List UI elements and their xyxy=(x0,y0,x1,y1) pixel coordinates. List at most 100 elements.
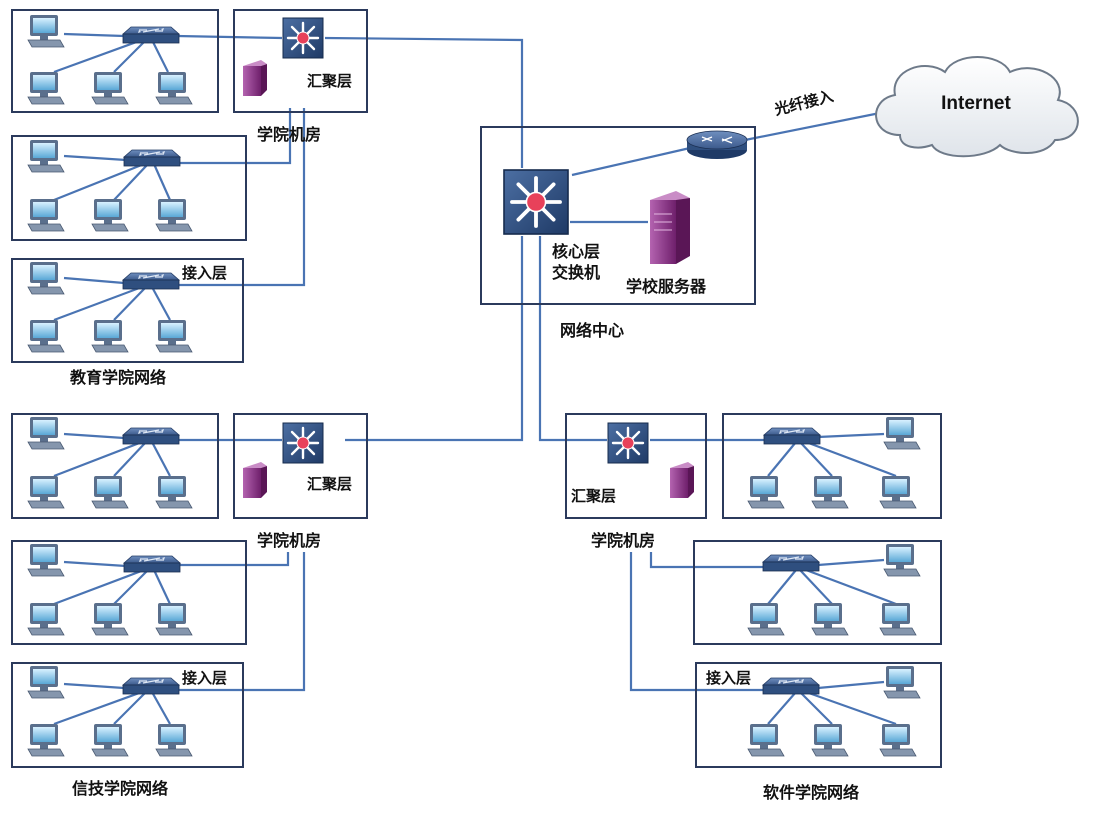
pc-icon xyxy=(27,543,65,577)
college-machine-room-box xyxy=(233,413,368,519)
aggregation-switch-icon xyxy=(281,421,325,465)
pc-icon xyxy=(883,416,921,450)
pc-icon xyxy=(879,602,917,636)
pc-icon xyxy=(747,475,785,509)
lab-row xyxy=(747,543,921,636)
pc-icon xyxy=(27,71,65,105)
pc-icon xyxy=(91,475,129,509)
lab-row xyxy=(27,416,193,509)
cloud-icon xyxy=(875,56,1079,158)
lab-box xyxy=(11,540,247,645)
pc-icon xyxy=(27,416,65,450)
lab-box xyxy=(693,540,942,645)
network-center-box xyxy=(480,126,756,305)
switch-icon xyxy=(122,427,180,445)
internet-label: Internet xyxy=(941,93,1011,114)
server-icon xyxy=(670,462,694,498)
education-college-network: 汇聚层 学院机房 xyxy=(11,9,368,387)
school-server-label: 学校服务器 xyxy=(626,277,707,296)
infotech-college-network-label: 信技学院网络 xyxy=(72,779,168,798)
pc-icon xyxy=(155,475,193,509)
college-machine-room-box xyxy=(565,413,707,519)
core-switch-label-2: 交换机 xyxy=(552,263,600,282)
school-server-icon xyxy=(650,191,690,264)
fiber-access-label: 光纤接入 xyxy=(772,87,836,119)
aggregation-layer-label: 汇聚层 xyxy=(307,475,352,493)
aggregation-layer-label: 汇聚层 xyxy=(571,487,616,505)
pc-icon xyxy=(91,723,129,757)
lab-row: 接入层 xyxy=(27,665,227,757)
pc-icon xyxy=(155,602,193,636)
access-layer-label: 接入层 xyxy=(182,264,227,282)
server-icon xyxy=(243,462,267,498)
college-machine-room-label: 学院机房 xyxy=(257,531,321,550)
lab-box xyxy=(11,413,219,519)
pc-icon xyxy=(811,475,849,509)
pc-icon xyxy=(747,602,785,636)
pc-icon xyxy=(27,261,65,295)
pc-icon xyxy=(883,543,921,577)
lab-row: 接入层 xyxy=(706,665,921,757)
aggregation-switch-icon xyxy=(281,16,325,60)
pc-icon xyxy=(91,319,129,353)
pc-icon xyxy=(811,723,849,757)
education-college-network-label: 教育学院网络 xyxy=(70,368,166,387)
pc-icon xyxy=(747,723,785,757)
pc-icon xyxy=(811,602,849,636)
software-college-network: 汇聚层 学院机房 xyxy=(565,413,942,802)
aggregation-switch-icon xyxy=(606,421,650,465)
pc-icon xyxy=(27,14,65,48)
pc-icon xyxy=(883,665,921,699)
pc-icon xyxy=(879,475,917,509)
router-icon xyxy=(686,130,748,159)
infotech-college-network: 汇聚层 学院机房 xyxy=(11,413,368,798)
aggregation-layer-label: 汇聚层 xyxy=(307,72,352,90)
pc-icon xyxy=(91,198,129,232)
network-center: 核心层 交换机 学校服务器 xyxy=(480,126,756,305)
pc-icon xyxy=(91,71,129,105)
core-switch-label-1: 核心层 xyxy=(552,242,600,261)
pc-icon xyxy=(879,723,917,757)
pc-icon xyxy=(27,475,65,509)
pc-icon xyxy=(155,723,193,757)
access-layer-label: 接入层 xyxy=(706,669,751,687)
pc-icon xyxy=(27,198,65,232)
switch-icon xyxy=(763,427,821,445)
switch-icon xyxy=(122,26,180,44)
pc-icon xyxy=(155,71,193,105)
pc-icon xyxy=(155,319,193,353)
network-center-label: 网络中心 xyxy=(560,321,624,340)
college-machine-room-label: 学院机房 xyxy=(591,531,655,550)
lab-row xyxy=(747,416,921,509)
lab-box xyxy=(11,662,244,768)
server-icon xyxy=(243,60,267,96)
college-machine-room-label: 学院机房 xyxy=(257,125,321,144)
pc-icon xyxy=(27,665,65,699)
switch-icon xyxy=(122,272,180,290)
core-switch-icon xyxy=(502,168,570,236)
internet-cloud: Internet xyxy=(875,56,1079,158)
lab-row xyxy=(27,139,193,232)
pc-icon xyxy=(27,319,65,353)
switch-icon xyxy=(122,677,180,695)
switch-icon xyxy=(762,554,820,572)
switch-icon xyxy=(123,555,181,573)
lab-box xyxy=(11,135,247,241)
pc-icon xyxy=(155,198,193,232)
switch-icon xyxy=(123,149,181,167)
switch-icon xyxy=(762,677,820,695)
lab-row xyxy=(27,14,193,105)
lab-box xyxy=(722,413,942,519)
lab-row: 接入层 xyxy=(27,261,227,353)
lab-box xyxy=(11,258,244,363)
access-layer-label: 接入层 xyxy=(182,669,227,687)
pc-icon xyxy=(27,723,65,757)
lab-row xyxy=(27,543,193,636)
college-machine-room-box xyxy=(233,9,368,113)
pc-icon xyxy=(27,602,65,636)
pc-icon xyxy=(27,139,65,173)
lab-box xyxy=(11,9,219,113)
software-college-network-label: 软件学院网络 xyxy=(763,783,859,802)
lab-box xyxy=(695,662,942,768)
